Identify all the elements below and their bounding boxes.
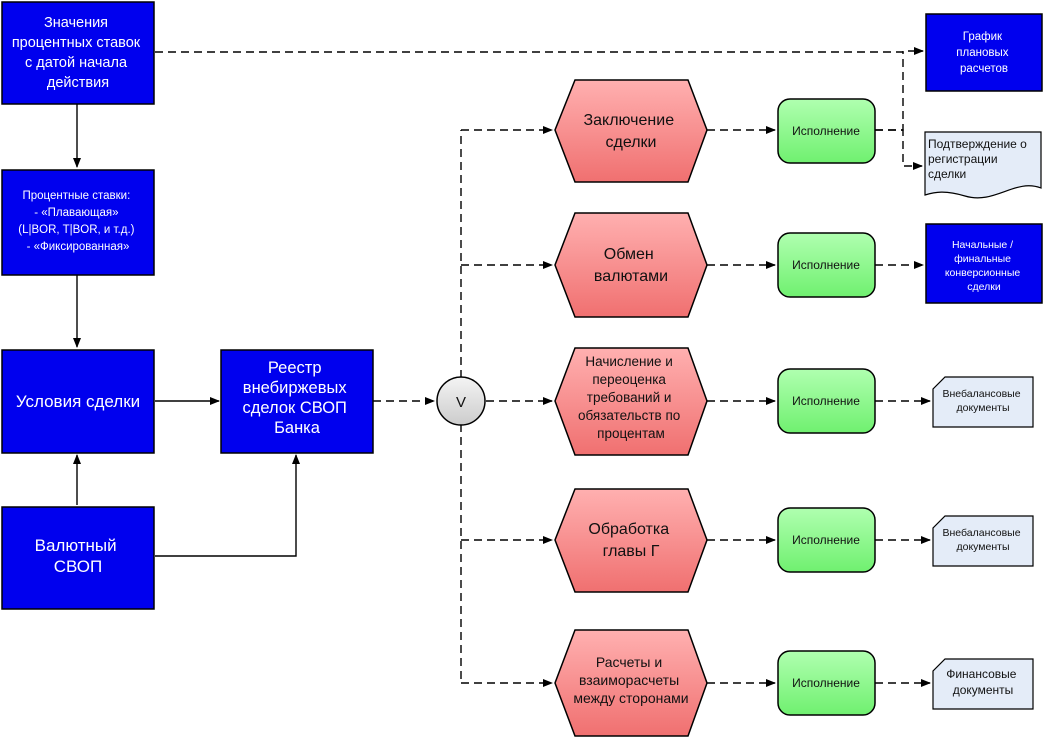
process-currency-exchange: Обмен валютами	[554, 212, 708, 318]
process-settlements: Расчеты и взаиморасчеты между сторонами	[554, 629, 708, 737]
input-interest-rates-box: Процентные ставки: - «Плавающая» (L|BOR,…	[1, 169, 155, 276]
svg-text:Реестр внебиржевых: Реестр внебиржевых сделок СВОП Банка	[243, 359, 352, 437]
connectors	[73, 47, 931, 687]
execution-label: Исполнение	[792, 676, 860, 690]
registry-box: Реестр внебиржевых сделок СВОП Банка	[220, 349, 374, 454]
svg-text:Обмен валютами: Обмен валютами	[594, 246, 668, 285]
svg-text:Обработка главы Г: Обработка главы Г	[588, 521, 673, 560]
conversion-line: Начальные /	[952, 239, 1013, 251]
process-label-line: Начисление и	[585, 354, 672, 369]
connector-exec-1-to-confirmation	[875, 129, 923, 170]
execution-label: Исполнение	[792, 533, 860, 547]
process-label-line: Заключение	[583, 112, 674, 129]
process-label-line: между сторонами	[573, 690, 688, 706]
process-label-line: переоценка	[592, 372, 666, 387]
offbalance-line: документы	[956, 541, 1009, 553]
schedule-line: расчетов	[960, 63, 1008, 75]
rates-values-line: действия	[47, 75, 109, 91]
execution-label: Исполнение	[792, 394, 860, 408]
output-offbalance-card-1: Внебалансовые документы	[932, 376, 1034, 428]
execution-label: Исполнение	[792, 258, 860, 272]
process-label-line: требований и	[587, 390, 672, 405]
process-label-line: валютами	[594, 268, 668, 285]
offbalance-line: Внебалансовые	[943, 388, 1021, 400]
execution-3: Исполнение	[777, 368, 876, 434]
or-operator: V	[436, 376, 486, 426]
svg-text:Значения процентных став: Значения процентных ставок с датой начал…	[12, 15, 144, 91]
svg-text:Процентные ставки: - «Пл: Процентные ставки: - «Плавающая» (L|BOR,…	[18, 190, 137, 253]
svg-text:Подтверждение о регистра: Подтверждение о регистрации сделки	[928, 137, 1030, 181]
process-accrual-revaluation: Начисление и переоценка требований и обя…	[554, 347, 708, 456]
rates-values-line: процентных ставок	[12, 35, 141, 51]
interest-rates-line: (L|BOR, T|BOR, и т.д.)	[18, 224, 134, 236]
interest-rates-line: - «Плавающая»	[34, 207, 118, 219]
confirmation-line: сделки	[928, 167, 966, 181]
currency-swap-line: СВОП	[54, 557, 103, 576]
deal-terms-line: Условия сделки	[16, 392, 140, 411]
registry-line: Реестр	[268, 359, 322, 377]
svg-text:График плановых ра: График плановых расчетов	[956, 31, 1011, 75]
output-confirmation-document: Подтверждение о регистрации сделки	[924, 131, 1042, 199]
financial-line: документы	[953, 683, 1014, 697]
svg-text:Финансовые документы: Финансовые документы	[946, 667, 1020, 697]
offbalance-line: документы	[956, 402, 1009, 414]
schedule-line: График	[963, 31, 1003, 43]
svg-text:Заключение сделки: Заключение сделки	[583, 112, 678, 151]
execution-1: Исполнение	[777, 98, 876, 164]
interest-rates-line: Процентные ставки:	[23, 190, 131, 202]
conversion-line: финальные	[954, 253, 1011, 265]
process-label-line: Обработка	[588, 521, 669, 538]
svg-text:Внебалансовые документы: Внебалансовые документы	[943, 527, 1024, 553]
process-label-line: Расчеты и	[596, 654, 662, 670]
currency-swap-line: Валютный	[35, 536, 117, 555]
output-financial-card: Финансовые документы	[932, 658, 1034, 710]
financial-line: Финансовые	[946, 667, 1017, 681]
process-label-line: главы Г	[603, 543, 660, 560]
rates-values-line: с датой начала	[25, 55, 128, 71]
svg-text:Внебалансовые документы: Внебалансовые документы	[943, 388, 1024, 414]
output-schedule-box: График плановых расчетов	[925, 13, 1043, 92]
execution-5: Исполнение	[777, 650, 876, 716]
operator-label: V	[456, 394, 466, 411]
connector-swap-to-registry	[155, 454, 300, 557]
conversion-line: сделки	[967, 281, 1001, 293]
registry-line: внебиржевых	[243, 379, 348, 397]
svg-text:Начальные / финальные: Начальные / финальные конверсионные сдел…	[945, 239, 1023, 293]
registry-line: Банка	[274, 419, 321, 437]
interest-rates-line: - «Фиксированная»	[27, 241, 130, 253]
schedule-line: плановых	[956, 47, 1008, 59]
execution-2: Исполнение	[777, 232, 876, 298]
confirmation-line: регистрации	[928, 152, 998, 166]
execution-4: Исполнение	[777, 507, 876, 573]
svg-text:Расчеты и взаиморасчеты: Расчеты и взаиморасчеты между сторонами	[573, 654, 688, 706]
output-conversion-box: Начальные / финальные конверсионные сдел…	[925, 223, 1043, 304]
process-label-line: взаиморасчеты	[579, 672, 679, 688]
connector-exec-1-to-schedule	[875, 52, 904, 131]
connector-rates-to-schedule	[155, 47, 924, 55]
process-conclusion: Заключение сделки	[554, 79, 708, 183]
offbalance-line: Внебалансовые	[943, 527, 1021, 539]
input-deal-terms-box: Условия сделки	[1, 349, 155, 454]
process-label-line: процентам	[597, 426, 665, 441]
output-offbalance-card-2: Внебалансовые документы	[932, 515, 1034, 567]
svg-text:Валютный СВОП: Валютный СВОП	[35, 536, 122, 576]
rates-values-line: Значения	[44, 15, 108, 31]
confirmation-line: Подтверждение о	[928, 137, 1027, 151]
input-rates-values-box: Значения процентных ставок с датой начал…	[1, 1, 155, 105]
input-currency-swap-box: Валютный СВОП	[1, 506, 155, 610]
registry-line: сделок СВОП	[243, 399, 347, 417]
svg-text:Начисление и переоценка: Начисление и переоценка требований и обя…	[578, 354, 684, 441]
process-chapter-g: Обработка главы Г	[554, 488, 708, 593]
execution-label: Исполнение	[792, 124, 860, 138]
process-label-line: сделки	[606, 134, 657, 151]
process-label-line: обязательств по	[578, 408, 680, 423]
svg-text:Условия сделки: Условия сделки	[16, 392, 140, 411]
conversion-line: конверсионные	[945, 267, 1021, 279]
process-label-line: Обмен	[604, 246, 654, 263]
